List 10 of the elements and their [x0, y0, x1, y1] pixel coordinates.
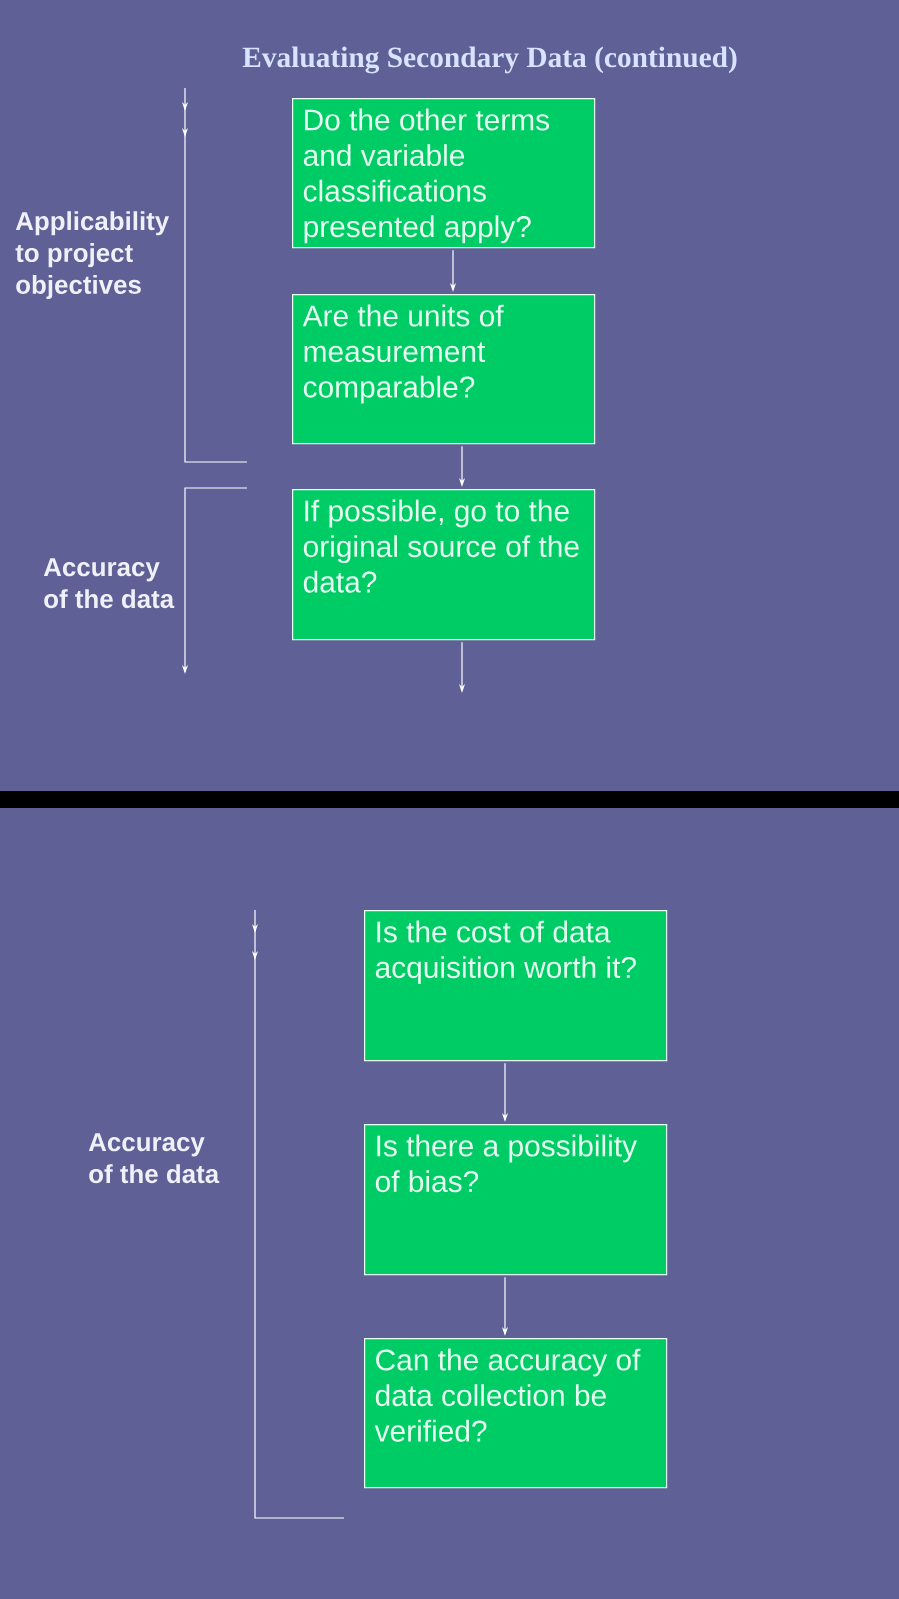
process-box: Is the cost of data acquisition worth it? — [364, 910, 668, 1062]
bracket-label: Accuracy of the data — [43, 558, 175, 609]
process-box: If possible, go to the original source of the data? — [292, 489, 596, 641]
title: Evaluating Secondary Data (continued) — [242, 46, 737, 74]
process-box: Can the accuracy of data collection be verified? — [364, 1338, 668, 1489]
process-box: Is there a possibility of bias? — [364, 1124, 668, 1276]
process-box: Are the units of measurement comparable? — [292, 294, 596, 445]
bracket-label: Accuracy of the data — [88, 1133, 220, 1184]
process-box: Do the other terms and variable classifications presented apply? — [292, 98, 596, 249]
bracket-label: Applicability to project objectives — [15, 211, 170, 300]
